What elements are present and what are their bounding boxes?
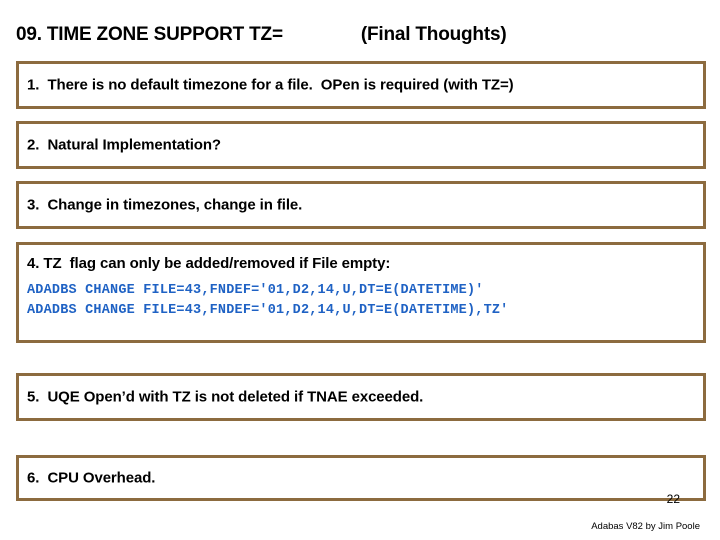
- bullet-text-6: 6. CPU Overhead.: [27, 469, 156, 487]
- bullet-box-3: 3. Change in timezones, change in file.: [16, 181, 706, 229]
- code-line-1: ADADBS CHANGE FILE=43,FNDEF='01,D2,14,U,…: [27, 283, 484, 298]
- page-number: 22: [666, 492, 680, 506]
- bullet-text-3: 3. Change in timezones, change in file.: [27, 196, 303, 214]
- bullet-text-2: 2. Natural Implementation?: [27, 136, 221, 154]
- code-line-2: ADADBS CHANGE FILE=43,FNDEF='01,D2,14,U,…: [27, 303, 509, 318]
- bullet-box-6: 6. CPU Overhead.: [16, 455, 706, 501]
- bullet-box-1: 1. There is no default timezone for a fi…: [16, 61, 706, 109]
- page-title-subtitle: (Final Thoughts): [360, 24, 507, 45]
- bullet-text-1: 1. There is no default timezone for a fi…: [27, 76, 514, 94]
- page-title-main: 09. TIME ZONE SUPPORT TZ=: [16, 24, 283, 45]
- bullet-box-5: 5. UQE Open’d with TZ is not deleted if …: [16, 373, 706, 421]
- footer-credit: Adabas V82 by Jim Poole: [591, 521, 700, 532]
- bullet-text-5: 5. UQE Open’d with TZ is not deleted if …: [27, 388, 424, 406]
- bullet-box-2: 2. Natural Implementation?: [16, 121, 706, 169]
- bullet-text-4: 4. TZ flag can only be added/removed if …: [27, 255, 391, 272]
- page-title: 09. TIME ZONE SUPPORT TZ= (Final Thought…: [16, 22, 706, 48]
- bullet-box-4: 4. TZ flag can only be added/removed if …: [16, 242, 706, 343]
